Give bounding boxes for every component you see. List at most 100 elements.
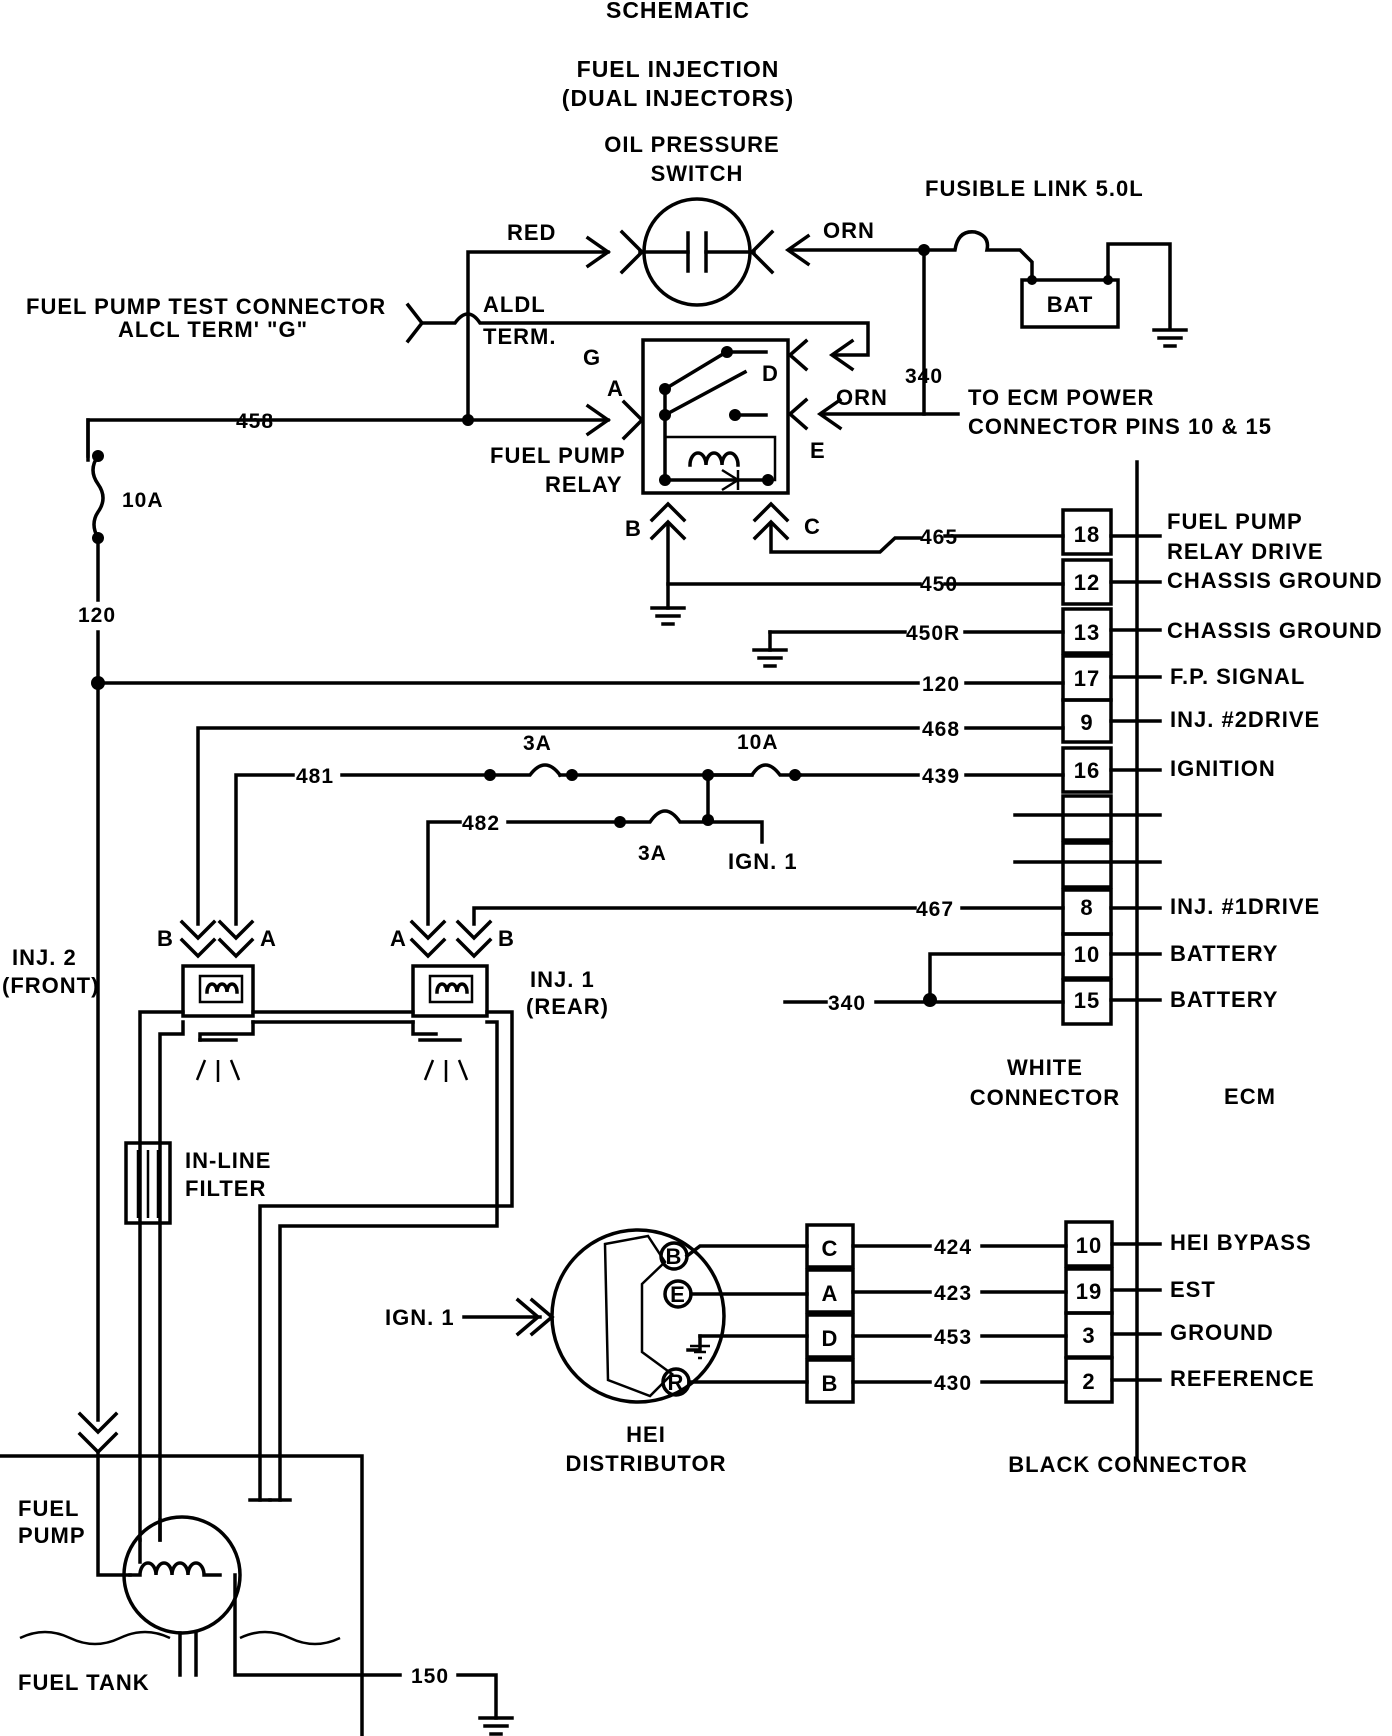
oil-switch-label-2: SWITCH: [651, 161, 744, 186]
injector-2: [179, 919, 255, 1082]
wire-150: 150: [411, 1665, 449, 1688]
wire-color-orn-1: ORN: [823, 218, 875, 243]
fuel-tank-label: FUEL TANK: [18, 1670, 150, 1695]
fusible-link-label: FUSIBLE LINK 5.0L: [925, 176, 1144, 201]
pin-13-label: CHASSIS GROUND: [1167, 618, 1383, 643]
black-connector-label: BLACK CONNECTOR: [1008, 1452, 1247, 1477]
relay-label-2: RELAY: [545, 472, 623, 497]
dist-pin-b: B: [822, 1371, 839, 1396]
inj2-label-1: INJ. 2: [12, 945, 77, 970]
wire-423: 423: [934, 1282, 972, 1305]
inj1-label-1: INJ. 1: [530, 967, 595, 992]
pin-10-label: BATTERY: [1170, 941, 1278, 966]
battery: [1020, 278, 1120, 329]
pin-17-label: F.P. SIGNAL: [1170, 664, 1305, 689]
oil-switch-label-1: OIL PRESSURE: [604, 132, 779, 157]
inj1-term-a: A: [390, 926, 407, 951]
fuse-3a-bottom-label: 3A: [638, 842, 667, 865]
schematic-title: SCHEMATIC: [606, 0, 750, 23]
450r-ground: [752, 648, 788, 668]
pin-15: 15: [1074, 988, 1100, 1013]
pin-16: 16: [1074, 758, 1100, 783]
ecm-label: ECM: [1224, 1084, 1276, 1109]
subtitle-line-2: (DUAL INJECTORS): [562, 85, 794, 111]
wire-439: 439: [922, 765, 960, 788]
wire-481: 481: [296, 765, 334, 788]
injector-1: [409, 919, 493, 1082]
pin-18: 18: [1074, 522, 1100, 547]
pin-12-label: CHASSIS GROUND: [1167, 568, 1383, 593]
wire-453: 453: [934, 1326, 972, 1349]
hei-label-1: HEI: [626, 1422, 666, 1447]
ecm-power-label-2: CONNECTOR PINS 10 & 15: [968, 414, 1272, 439]
fuel-pump-label-2: PUMP: [18, 1523, 86, 1548]
fuse-10a-right: [706, 763, 802, 777]
pin-12: 12: [1074, 570, 1100, 595]
fuse-3a-top: [488, 763, 563, 778]
dist-pin-a: A: [822, 1281, 839, 1306]
wire-465: 465: [920, 526, 958, 549]
battery-label: BAT: [1047, 292, 1094, 317]
pin-9: 9: [1080, 710, 1093, 735]
black-pin-10: 10: [1076, 1233, 1102, 1258]
fuel-lines: [138, 1010, 514, 1542]
pin-18-label-2: RELAY DRIVE: [1167, 539, 1324, 564]
ign1-label-dist: IGN. 1: [385, 1305, 455, 1330]
wire-424: 424: [934, 1236, 972, 1259]
black-connector-stubs: [1110, 1242, 1162, 1382]
fuel-pump-relay: [641, 338, 790, 495]
hei-label-2: DISTRIBUTOR: [566, 1451, 727, 1476]
wire-430: 430: [934, 1372, 972, 1395]
test-connector-label-2: ALCL TERM' "G": [118, 317, 308, 342]
aldl-label-2: TERM.: [483, 324, 556, 349]
dist-term-b: B: [666, 1244, 683, 1269]
dist-pin-c: C: [822, 1236, 839, 1261]
pin-9-label: INJ. #2DRIVE: [1170, 707, 1320, 732]
black-pin-19-label: EST: [1170, 1277, 1216, 1302]
ign1-label-top: IGN. 1: [728, 849, 798, 874]
dist-pin-d: D: [822, 1326, 839, 1351]
black-pin-10-label: HEI BYPASS: [1170, 1230, 1312, 1255]
black-pin-2-label: REFERENCE: [1170, 1366, 1315, 1391]
battery-ground: [1152, 328, 1188, 348]
pin-17: 17: [1074, 666, 1100, 691]
wire-450: 450: [920, 573, 958, 596]
fuse-3a-bottom: [618, 809, 710, 824]
relay-term-g: G: [583, 345, 601, 370]
black-pin-3: 3: [1082, 1323, 1095, 1348]
pump-ground: [478, 1716, 514, 1736]
aldl-label-1: ALDL: [483, 292, 546, 317]
pin-8: 8: [1080, 895, 1093, 920]
distributor-module: [603, 1234, 674, 1398]
wire-458: 458: [236, 410, 274, 433]
relay-term-b: B: [625, 516, 642, 541]
inj1-label-2: (REAR): [526, 994, 609, 1019]
black-pin-3-label: GROUND: [1170, 1320, 1274, 1345]
relay-label-1: FUEL PUMP: [490, 443, 626, 468]
fuse-10a-left-label: 10A: [122, 489, 164, 512]
subtitle-line-1: FUEL INJECTION: [577, 56, 780, 82]
wire-482: 482: [462, 812, 500, 835]
inj2-term-a: A: [260, 926, 277, 951]
black-pin-2: 2: [1082, 1369, 1095, 1394]
pin-13: 13: [1074, 620, 1100, 645]
fuel-tank: [0, 1454, 364, 1736]
pin-18-label-1: FUEL PUMP: [1167, 509, 1303, 534]
fuse-10a-right-label: 10A: [737, 731, 779, 754]
pin-15-label: BATTERY: [1170, 987, 1278, 1012]
wire-467: 467: [916, 898, 954, 921]
ecm-pin-stubs: [1013, 534, 1162, 1002]
in-line-filter: [124, 1141, 172, 1225]
filter-label-1: IN-LINE: [185, 1148, 271, 1173]
test-connector-label-1: FUEL PUMP TEST CONNECTOR: [26, 294, 386, 319]
dist-term-e: E: [670, 1282, 686, 1307]
distributor-ground: [690, 1344, 710, 1360]
relay-term-c: C: [804, 514, 821, 539]
wire-340-top: 340: [905, 365, 943, 388]
inj2-label-2: (FRONT): [2, 973, 99, 998]
white-connector-label-2: CONNECTOR: [970, 1085, 1120, 1110]
wire-450r: 450R: [906, 622, 960, 645]
fuel-pump-label-1: FUEL: [18, 1496, 79, 1521]
wire-340-ecm: 340: [828, 992, 866, 1015]
